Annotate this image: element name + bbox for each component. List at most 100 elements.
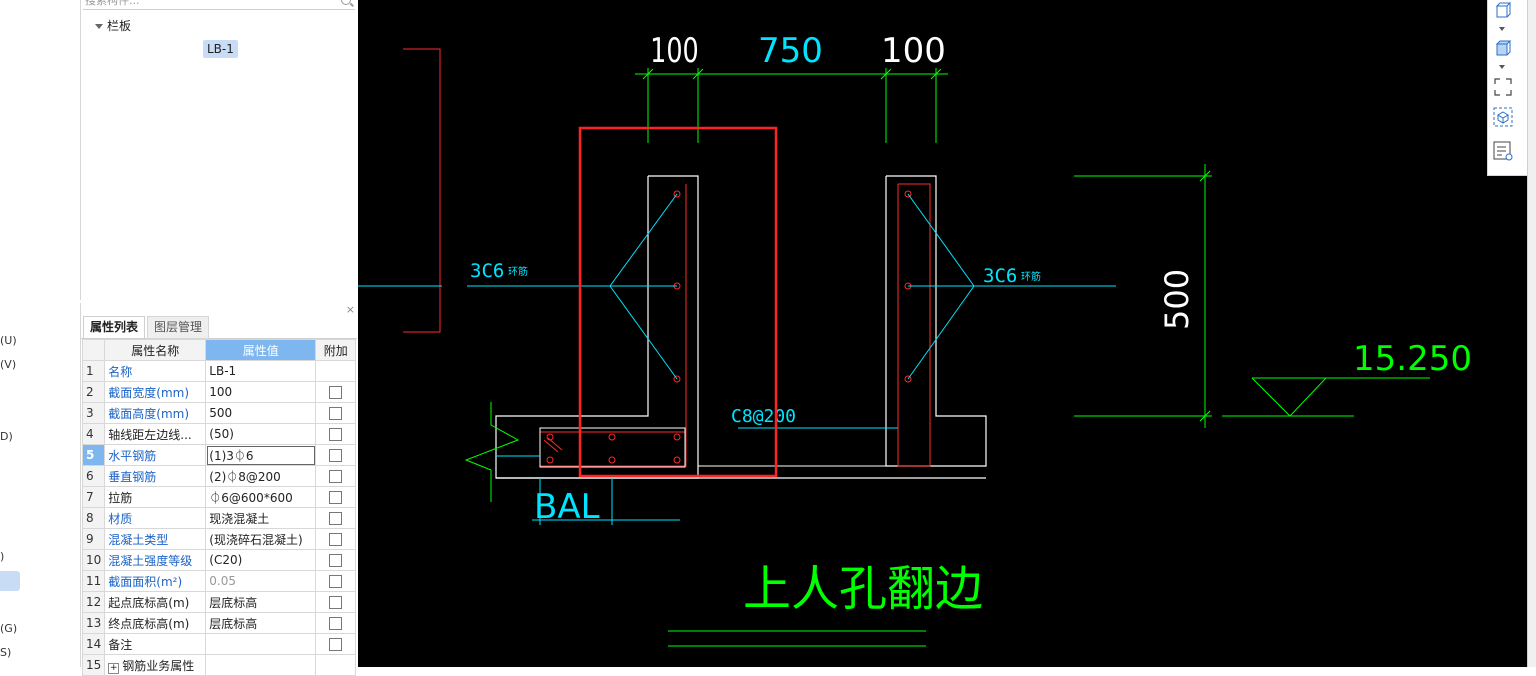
extra-checkbox[interactable]	[329, 491, 343, 504]
row-index: 6	[81, 465, 106, 487]
property-value[interactable]: (1)3⏀6	[205, 444, 317, 466]
extra-checkbox[interactable]	[329, 512, 343, 525]
property-table-header: 属性名称 属性值 附加	[81, 339, 357, 361]
property-extra	[315, 507, 357, 529]
property-extra	[315, 444, 357, 466]
left-menu-item[interactable]: D)	[0, 430, 13, 443]
property-value[interactable]: 现浇混凝土	[205, 507, 317, 529]
left-menu-item[interactable]: (G)	[0, 622, 18, 635]
fullscreen-icon[interactable]	[1492, 76, 1514, 98]
property-value[interactable]: (50)	[205, 423, 317, 445]
extra-checkbox[interactable]	[329, 407, 343, 420]
left-menu-item[interactable]: (V)	[0, 358, 17, 371]
property-name: 备注	[104, 633, 207, 655]
property-name: 混凝土强度等级	[104, 549, 207, 571]
right-rebar-leader	[907, 193, 1116, 380]
property-extra	[315, 612, 357, 634]
close-icon[interactable]: ×	[345, 303, 355, 316]
tab-property-list[interactable]: 属性列表	[83, 316, 146, 338]
cube-icon[interactable]	[1492, 0, 1514, 22]
row-index: 2	[81, 381, 106, 403]
row-index: 15	[81, 654, 106, 676]
left-menu-highlight[interactable]	[0, 571, 20, 591]
row-index: 5	[81, 444, 106, 466]
3d-box-icon[interactable]	[1492, 106, 1514, 128]
dropdown-arrow-icon[interactable]	[1492, 23, 1514, 45]
row-index: 8	[81, 507, 106, 529]
property-value[interactable]	[205, 633, 317, 655]
property-value[interactable]: (C20)	[205, 549, 317, 571]
property-value[interactable]: 层底标高	[205, 591, 317, 613]
property-value[interactable]: 0.05	[205, 570, 317, 592]
search-input[interactable]: 搜索构件...	[83, 0, 355, 10]
cad-canvas[interactable]: 100 750 100 3C6 环筋	[358, 0, 1536, 667]
left-menu-item[interactable]: S)	[0, 646, 12, 659]
left-section-outline	[495, 175, 699, 479]
cube-view-icon[interactable]	[1492, 38, 1514, 60]
left-rebar-dots	[546, 190, 681, 464]
extra-checkbox[interactable]	[329, 533, 343, 546]
bottom-rebar-label: C8@200	[731, 406, 796, 427]
extra-checkbox[interactable]	[329, 554, 343, 567]
tree-item-lb1[interactable]: LB-1	[203, 40, 238, 58]
property-value[interactable]: (2)⏀8@200	[205, 465, 317, 487]
property-value[interactable]: 层底标高	[205, 612, 317, 634]
property-name: 截面高度(mm)	[104, 402, 207, 424]
left-menu-item[interactable]: )	[0, 550, 5, 563]
property-value[interactable]: ⏀6@600*600	[205, 486, 317, 508]
property-value[interactable]: 100	[205, 381, 317, 403]
property-value[interactable]: LB-1	[205, 360, 317, 382]
right-section-outline	[885, 175, 987, 467]
extra-checkbox[interactable]	[329, 575, 343, 588]
dropdown-arrow-icon[interactable]	[1492, 61, 1514, 83]
extra-checkbox[interactable]	[329, 428, 343, 441]
property-value[interactable]: (现浇碎石混凝土)	[205, 528, 317, 550]
property-name: 拉筋	[104, 486, 207, 508]
bal-detail	[532, 437, 680, 525]
extra-checkbox[interactable]	[329, 596, 343, 609]
left-menu-item[interactable]: (U)	[0, 334, 17, 347]
row-index: 9	[81, 528, 106, 550]
layer-list-icon[interactable]	[1492, 140, 1514, 162]
row-index: 12	[81, 591, 106, 613]
cad-drawing: 100 750 100 3C6 环筋	[358, 31, 1472, 647]
property-value[interactable]: 500	[205, 402, 317, 424]
extra-checkbox[interactable]	[329, 470, 343, 483]
property-name: 名称	[104, 360, 207, 382]
tree-group-railing[interactable]: 栏板	[95, 17, 131, 34]
property-extra	[315, 465, 357, 487]
row-index: 4	[81, 423, 106, 445]
extra-checkbox[interactable]	[329, 386, 343, 399]
expand-triangle-icon[interactable]	[95, 24, 103, 29]
top-dimension	[635, 68, 948, 143]
extra-checkbox[interactable]	[329, 638, 343, 651]
expand-plus-icon[interactable]: +	[108, 662, 120, 674]
left-rebar-label: 3C6	[470, 260, 504, 282]
right-scroll-edge[interactable]	[1527, 0, 1536, 667]
header-extra: 附加	[315, 339, 357, 361]
selection-highlight-box[interactable]	[578, 126, 778, 478]
search-icon[interactable]	[341, 0, 351, 5]
left-menu-strip: (U) (V) D) ) (G) S)	[0, 0, 80, 667]
extra-checkbox[interactable]	[329, 617, 343, 630]
property-row[interactable]: 15+钢筋业务属性	[81, 654, 357, 676]
tab-layer-management[interactable]: 图层管理	[147, 316, 210, 339]
property-extra	[315, 654, 357, 676]
extra-checkbox[interactable]	[329, 449, 343, 462]
row-index: 10	[81, 549, 106, 571]
property-value[interactable]	[205, 654, 317, 676]
